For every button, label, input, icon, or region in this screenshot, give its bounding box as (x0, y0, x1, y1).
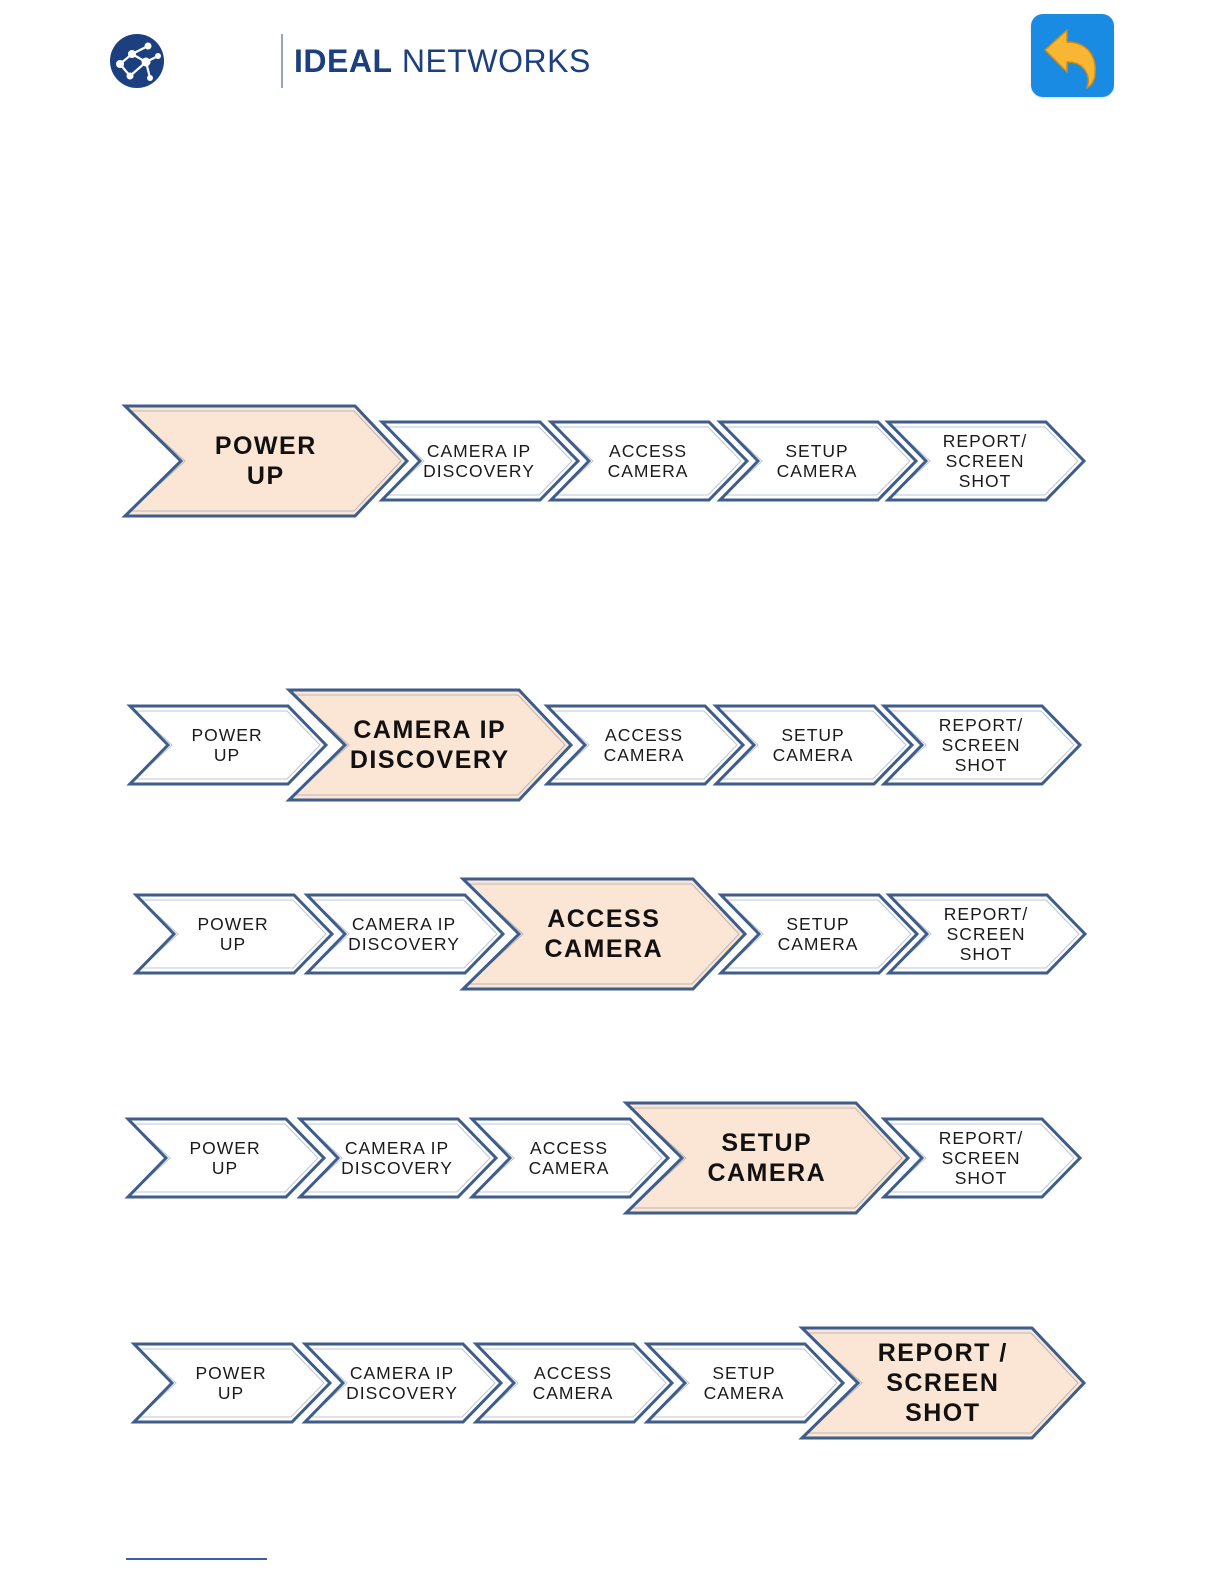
step-chevron-4-active (622, 1101, 911, 1215)
step-chevron-inner-line (131, 1123, 319, 1193)
step-chevron-inner-line (466, 883, 740, 985)
logo-brand-light: NETWORKS (392, 43, 591, 79)
ideal-networks-logo: IDEAL NETWORKS (108, 32, 590, 90)
step-chevron-5-active (798, 1326, 1087, 1440)
step-chevron-inner-line (892, 899, 1080, 969)
step-chevron-1-active (121, 404, 410, 518)
step-chevron-2 (301, 1342, 504, 1424)
step-chevron-inner-line (805, 1332, 1079, 1434)
step-chevron-3 (543, 704, 746, 786)
logo-brand-bold: IDEAL (294, 43, 393, 79)
step-chevron-5 (880, 1117, 1083, 1199)
step-chevron-4 (712, 704, 915, 786)
step-chevron-inner-line (891, 426, 1079, 496)
step-chevron-2 (378, 420, 581, 502)
step-chevron-inner-line (128, 410, 402, 512)
step-chevron-inner-line (550, 710, 738, 780)
step-chevron-1 (132, 893, 335, 975)
workflow-row-chevrons (132, 877, 1088, 991)
return-arrow-icon (1044, 29, 1096, 89)
step-chevron-4 (643, 1342, 846, 1424)
step-chevron-inner-line (887, 1123, 1075, 1193)
step-chevron-inner-line (308, 1348, 496, 1418)
step-chevron-inner-line (303, 1123, 491, 1193)
step-chevron-2-active (285, 688, 574, 802)
step-chevron-3-active (459, 877, 748, 991)
step-chevron-5 (880, 704, 1083, 786)
workflow-row-chevrons (130, 1326, 1087, 1440)
step-chevron-inner-line (724, 899, 912, 969)
step-chevron-inner-line (629, 1107, 903, 1209)
step-chevron-5 (884, 420, 1087, 502)
logo-wordmark: IDEAL NETWORKS (294, 42, 591, 80)
network-nodes-logo-icon (110, 34, 164, 88)
step-chevron-inner-line (139, 899, 327, 969)
footer-rule (126, 1558, 267, 1560)
step-chevron-5 (885, 893, 1088, 975)
step-chevron-inner-line (650, 1348, 838, 1418)
step-chevron-2 (296, 1117, 499, 1199)
logo-divider (281, 34, 283, 88)
step-chevron-inner-line (137, 1348, 325, 1418)
workflow-row-chevrons (126, 688, 1083, 802)
step-chevron-4 (716, 420, 919, 502)
step-chevron-inner-line (723, 426, 911, 496)
step-chevron-inner-line (310, 899, 498, 969)
step-chevron-3 (468, 1117, 671, 1199)
step-chevron-4 (717, 893, 920, 975)
step-chevron-inner-line (292, 694, 566, 796)
step-chevron-inner-line (887, 710, 1075, 780)
step-chevron-inner-line (385, 426, 573, 496)
step-chevron-inner-line (719, 710, 907, 780)
workflow-row-chevrons (121, 404, 1087, 518)
step-chevron-3 (547, 420, 750, 502)
back-button[interactable] (1031, 14, 1114, 97)
workflow-row-chevrons (124, 1101, 1083, 1215)
step-chevron-2 (303, 893, 506, 975)
step-chevron-1 (124, 1117, 327, 1199)
step-chevron-1 (126, 704, 329, 786)
step-chevron-inner-line (475, 1123, 663, 1193)
step-chevron-3 (472, 1342, 675, 1424)
step-chevron-inner-line (554, 426, 742, 496)
step-chevron-inner-line (479, 1348, 667, 1418)
step-chevron-1 (130, 1342, 333, 1424)
step-chevron-inner-line (133, 710, 321, 780)
